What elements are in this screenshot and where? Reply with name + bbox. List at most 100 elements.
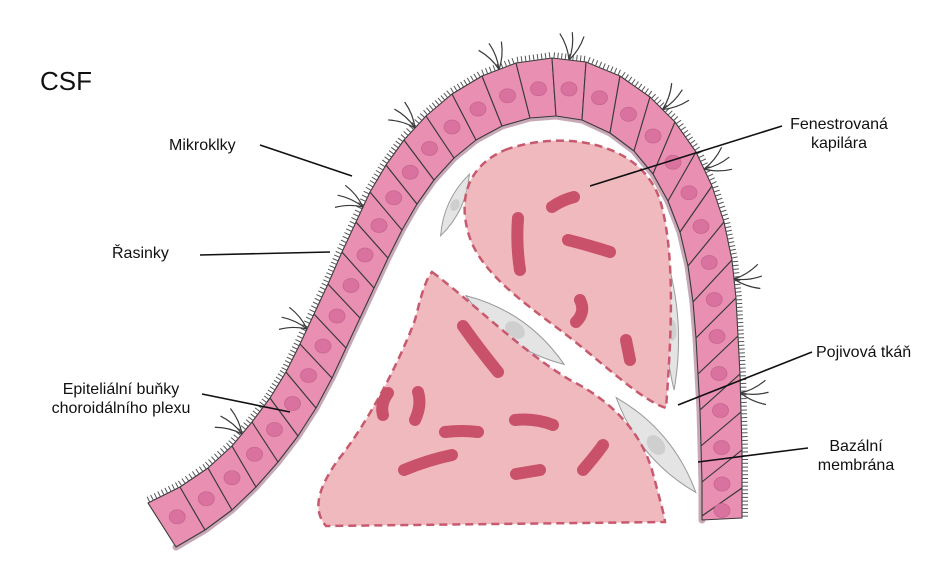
cell-nucleus <box>444 120 460 134</box>
microvillus <box>719 206 725 208</box>
microvillus <box>336 251 341 253</box>
microvillus <box>364 191 369 194</box>
microvillus <box>676 120 681 123</box>
cell-nucleus <box>706 293 722 307</box>
microvillus <box>274 380 279 383</box>
cilium <box>220 416 242 434</box>
cell-nucleus <box>343 279 359 293</box>
microvillus <box>185 476 188 481</box>
microvillus <box>451 88 454 93</box>
microvillus <box>599 62 601 68</box>
cell-nucleus <box>422 142 438 156</box>
microvillus <box>668 111 672 115</box>
microvillus <box>611 67 613 73</box>
microvillus <box>294 343 299 346</box>
microvillus <box>196 469 199 474</box>
microvillus <box>709 178 714 181</box>
microvillus <box>721 210 727 212</box>
red-blood-cell <box>517 218 520 270</box>
microvillus <box>732 257 738 258</box>
microvillus <box>654 97 658 101</box>
microvillus <box>231 438 236 442</box>
microvillus <box>343 236 348 239</box>
microvillus <box>695 147 700 150</box>
red-blood-cell <box>515 420 553 425</box>
microvillus <box>318 291 323 294</box>
microvillus <box>368 184 373 187</box>
microvillus <box>176 483 179 488</box>
microvillus <box>732 261 738 262</box>
cell-nucleus <box>621 107 637 121</box>
microvillus <box>260 402 265 406</box>
cell-nucleus <box>500 89 516 103</box>
microvillus <box>420 113 424 117</box>
cell-nucleus <box>315 339 331 353</box>
microvillus <box>415 119 419 123</box>
microvillus <box>554 52 555 58</box>
red-blood-cell <box>516 470 540 474</box>
microvillus <box>715 194 721 196</box>
microvillus <box>192 471 195 476</box>
cilium <box>394 109 415 128</box>
microvillus <box>521 56 522 62</box>
basal-membrane-label-line2: membrána <box>806 456 906 475</box>
microvillus <box>722 214 728 216</box>
microvillus <box>382 160 387 164</box>
microvillus <box>429 105 433 110</box>
microvillus <box>199 467 202 472</box>
microvillus <box>246 420 251 424</box>
basal-membrane-label: Bazální membrána <box>806 437 906 475</box>
microvillus <box>147 497 150 502</box>
microvillus <box>683 130 688 133</box>
microvillus <box>316 295 321 298</box>
microvillus <box>493 65 495 71</box>
microvillus <box>299 332 304 335</box>
cell-nucleus <box>681 186 697 200</box>
microvillus <box>223 446 227 450</box>
microvillus <box>690 140 695 143</box>
cell-nucleus <box>693 220 709 234</box>
capillary-label-line2: kapilára <box>784 134 894 153</box>
connective-tissue-label: Pojivová tkáň <box>816 343 911 362</box>
microvillus <box>333 258 338 260</box>
red-blood-cell <box>445 431 478 432</box>
cell-nucleus <box>531 82 547 96</box>
microvillus <box>366 187 371 190</box>
microvillus <box>733 273 739 274</box>
microvillus <box>253 411 258 415</box>
microvillus <box>251 414 256 418</box>
microvillus <box>457 84 460 89</box>
microvillus <box>561 53 562 59</box>
microvillus <box>482 70 484 76</box>
microvillus <box>203 464 206 469</box>
microvillus <box>642 86 645 91</box>
microvillus <box>262 399 267 403</box>
csf-label: CSF <box>40 66 92 96</box>
microvillus <box>454 86 457 91</box>
microvillus <box>161 490 164 495</box>
microvillus <box>322 283 327 286</box>
microvillus <box>700 159 705 162</box>
cilium <box>569 36 584 60</box>
microvillus <box>315 298 320 301</box>
microvillus <box>718 202 724 204</box>
cell-nucleus <box>285 397 301 411</box>
microvillus <box>688 137 693 140</box>
microvillus <box>158 491 161 496</box>
microvillus <box>285 361 290 364</box>
microvillus <box>211 457 215 461</box>
microvillus <box>467 78 470 83</box>
microvillus <box>331 262 336 264</box>
microvillus <box>268 390 273 393</box>
microvillus <box>266 393 271 396</box>
microvillus <box>438 98 442 103</box>
microvillus <box>289 354 294 357</box>
microvillus <box>512 58 514 64</box>
microvillus <box>545 53 546 59</box>
microvillus <box>461 82 464 87</box>
cilium <box>704 147 722 169</box>
cell-nucleus <box>701 256 717 270</box>
microvillus <box>350 221 355 224</box>
cell-nucleus <box>198 492 214 506</box>
epithelial-label-line2: choroidálního plexu <box>41 399 201 418</box>
